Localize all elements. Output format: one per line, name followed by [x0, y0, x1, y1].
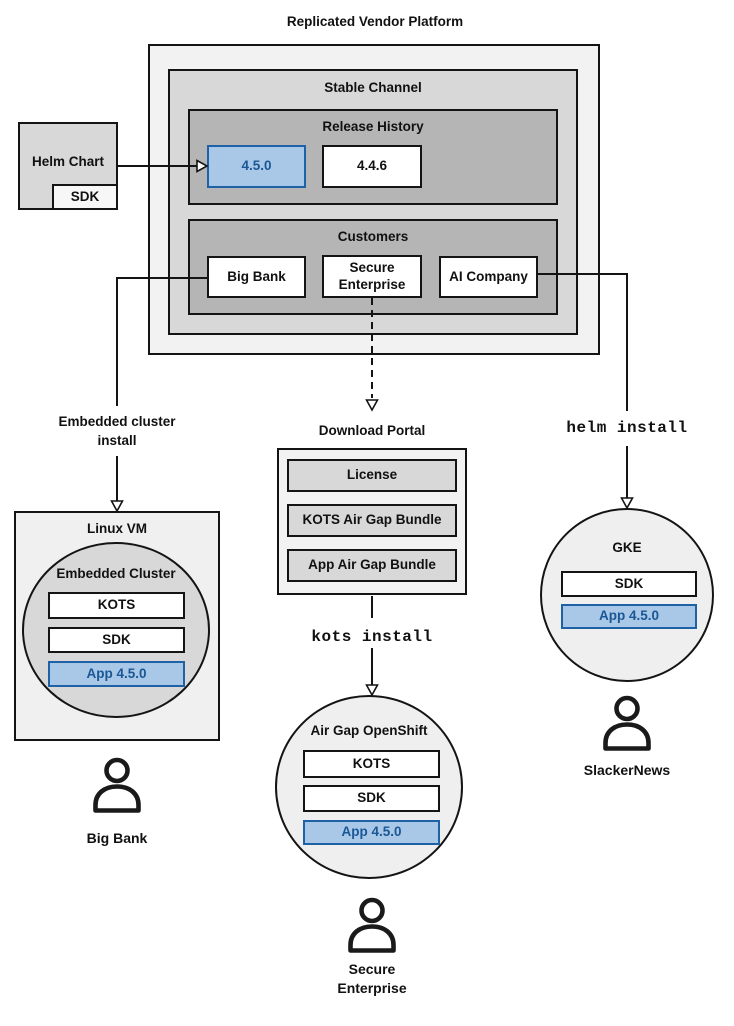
arrowhead-into-linux-vm — [110, 500, 124, 513]
persona-label-secure-enterprise: Secure Enterprise — [302, 960, 442, 998]
persona-secure-line2: Enterprise — [337, 979, 407, 996]
label-embedded-line1: Embedded cluster — [58, 414, 176, 429]
persona-secure-line1: Secure — [348, 961, 396, 977]
slackernews-person-icon — [603, 695, 651, 751]
arrowhead-into-openshift — [365, 684, 379, 697]
embedded-app-box: App 4.5.0 — [48, 661, 185, 687]
customers-box: Customers Big Bank Secure Enterprise AI … — [188, 219, 558, 315]
arrowhead-into-gke — [620, 497, 634, 510]
openshift-sdk-box: SDK — [303, 785, 440, 812]
vendor-platform-box: Stable Channel Release History 4.5.0 4.4… — [148, 44, 600, 355]
release-4-5-0: 4.5.0 — [207, 145, 306, 188]
diagram-title: Replicated Vendor Platform — [286, 14, 464, 29]
linux-vm-title: Linux VM — [87, 521, 147, 536]
stable-channel-title: Stable Channel — [324, 80, 422, 95]
persona-label-slackernews: SlackerNews — [583, 762, 671, 778]
helm-chart-sdk-box: SDK — [52, 184, 118, 210]
gke-circle: GKE SDK App 4.5.0 — [540, 508, 714, 682]
label-embedded-line2: install — [97, 432, 137, 448]
download-portal-title: Download Portal — [318, 423, 426, 438]
kots-install-command: kots install — [311, 628, 433, 646]
portal-row-kots-airgap-bundle: KOTS Air Gap Bundle — [287, 504, 457, 537]
linux-vm-box: Linux VM Embedded Cluster KOTS SDK App 4… — [14, 511, 220, 741]
customer-ai-company: AI Company — [439, 256, 538, 298]
persona-label-big-bank: Big Bank — [86, 830, 148, 846]
arrowhead-into-portal — [365, 399, 379, 412]
stable-channel-box: Stable Channel Release History 4.5.0 4.4… — [168, 69, 578, 335]
release-4-4-6: 4.4.6 — [322, 145, 422, 188]
gke-sdk-box: SDK — [561, 571, 697, 597]
helm-chart-box: Helm Chart SDK — [18, 122, 118, 210]
download-portal-box: License KOTS Air Gap Bundle App Air Gap … — [277, 448, 467, 595]
airgap-openshift-circle: Air Gap OpenShift KOTS SDK App 4.5.0 — [275, 695, 463, 879]
airgap-openshift-title: Air Gap OpenShift — [310, 723, 428, 738]
big-bank-person-icon — [93, 757, 141, 813]
embedded-cluster-circle: Embedded Cluster KOTS SDK App 4.5.0 — [22, 542, 210, 718]
release-history-title: Release History — [322, 119, 424, 134]
secure-enterprise-person-icon — [348, 897, 396, 953]
gke-title: GKE — [612, 540, 642, 555]
embedded-cluster-title: Embedded Cluster — [56, 566, 176, 581]
openshift-kots-box: KOTS — [303, 750, 440, 778]
release-history-box: Release History 4.5.0 4.4.6 — [188, 109, 558, 205]
customer-big-bank: Big Bank — [207, 256, 306, 298]
embedded-kots-box: KOTS — [48, 592, 185, 619]
embedded-sdk-box: SDK — [48, 627, 185, 653]
openshift-app-box: App 4.5.0 — [303, 820, 440, 845]
helm-chart-title: Helm Chart — [31, 154, 104, 169]
customer-secure-enterprise: Secure Enterprise — [322, 255, 422, 298]
helm-install-command: helm install — [566, 419, 688, 437]
customers-title: Customers — [337, 229, 409, 244]
gke-app-box: App 4.5.0 — [561, 604, 697, 629]
portal-row-app-airgap-bundle: App Air Gap Bundle — [287, 549, 457, 582]
label-embedded-cluster-install: Embedded cluster install — [42, 413, 192, 451]
portal-row-license: License — [287, 459, 457, 492]
